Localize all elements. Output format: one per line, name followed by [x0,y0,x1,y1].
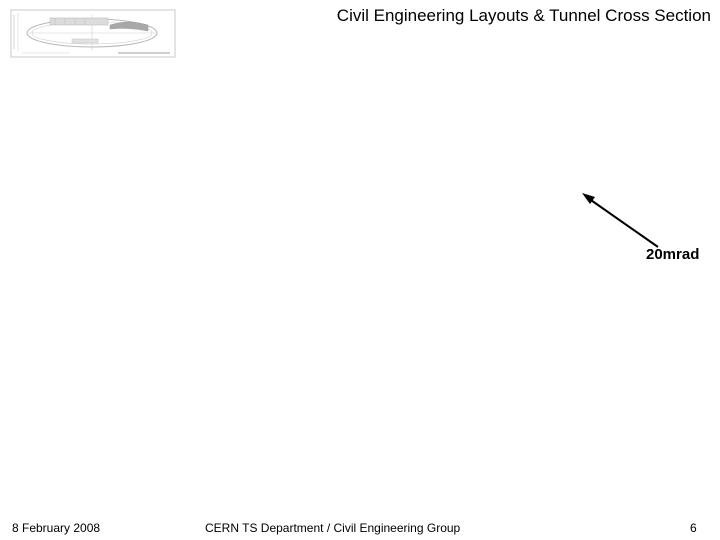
angle-arrow [582,193,659,248]
footer-organization: CERN TS Department / Civil Engineering G… [205,521,461,535]
page-number: 6 [690,521,697,535]
crossing-angle-label: 20mrad [646,246,700,263]
tunnel-layout-thumbnail [10,9,176,58]
footer-date: 8 February 2008 [12,521,101,535]
slide-title: Civil Engineering Layouts & Tunnel Cross… [336,6,711,25]
